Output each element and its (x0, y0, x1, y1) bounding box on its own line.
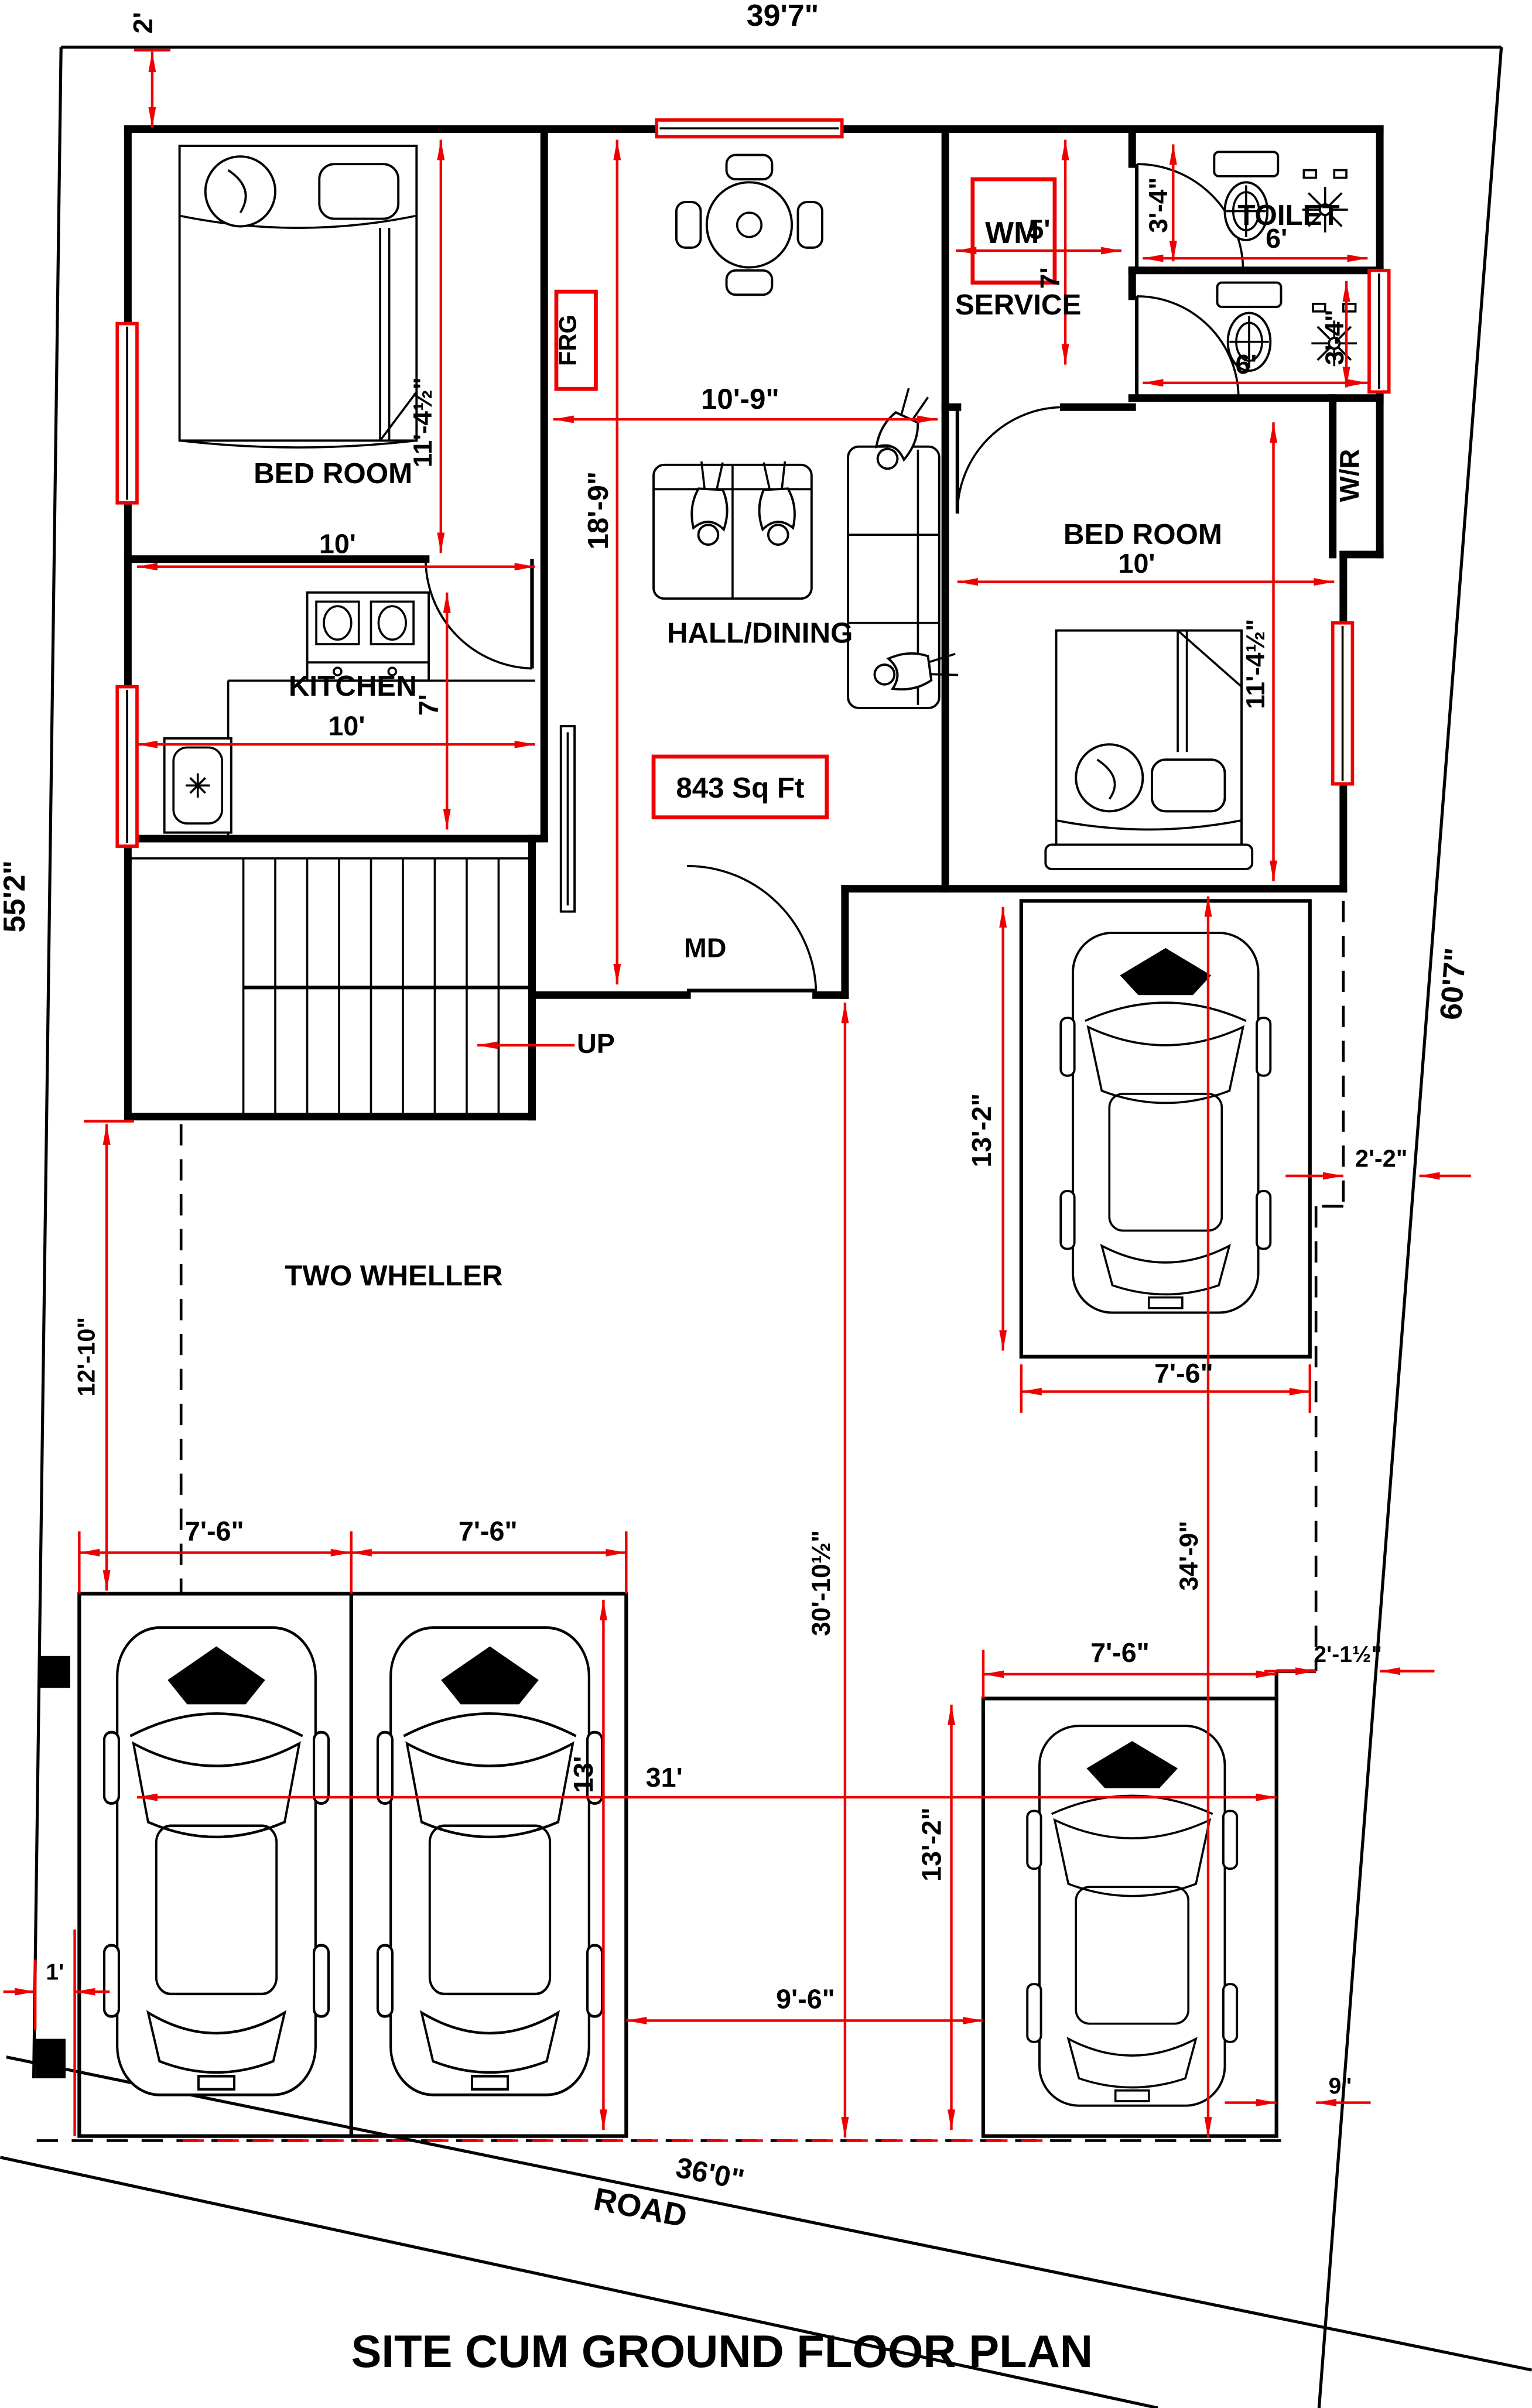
red-label-boxes (554, 177, 1057, 820)
dim-9in: 9" (1329, 2074, 1352, 2099)
dim-12-10: 12'-10" (72, 1317, 100, 1397)
dim-10-kitchen: 10' (328, 711, 365, 741)
dim-60-7: 60'7" (1434, 946, 1472, 1021)
dim-10-bedroom1: 10' (319, 528, 356, 559)
dim-55-2: 55'2" (0, 860, 31, 932)
title: SITE CUM GROUND FLOOR PLAN (351, 2327, 1093, 2377)
dim-13-2-stall2: 13'-2" (916, 1807, 946, 1882)
car-stall-2 (981, 1696, 1278, 2138)
furniture (126, 145, 1359, 1118)
doors (425, 163, 1244, 996)
frg-box (554, 289, 598, 391)
bed2-icon (1044, 629, 1254, 870)
label-road: ROAD (591, 2181, 690, 2233)
label-wm: WM (985, 216, 1039, 249)
dimension-lines (3, 49, 1471, 2138)
dining-table-icon (675, 153, 823, 296)
dim-6-toilet2: 6' (1235, 349, 1257, 379)
dim-7-kitchen: 7' (413, 694, 444, 716)
dim-2-1-half: 2'-1½" (1314, 1642, 1381, 1667)
wm-box (970, 177, 1057, 285)
gate-pillar-1 (39, 1656, 70, 1688)
gate-pillar-2 (35, 2038, 66, 2079)
dim-34-9: 34'-9" (1175, 1521, 1203, 1591)
dim-11-4-bedroom1: 11'-4½" (409, 377, 437, 467)
dim-7-6-left1: 7'-6" (185, 1516, 244, 1547)
sink-icon (163, 737, 232, 834)
label-two-wheller: TWO WHELLER (285, 1260, 502, 1292)
dim-7-6-stall2: 7'-6" (1090, 1637, 1150, 1668)
label-bedroom2: BED ROOM (1063, 518, 1222, 550)
dim-11-4-bedroom2: 11'-4½" (1242, 619, 1270, 709)
road-edges (0, 2055, 1532, 2408)
dim-5: 5' (1028, 214, 1050, 244)
parking (35, 899, 1345, 2138)
dim-13-left: 13' (568, 1756, 599, 1793)
dim-6-toilet1: 6' (1266, 223, 1287, 254)
dim-18-9: 18'-9" (582, 471, 614, 550)
labels-layer: 39'7"2'WM5'SERVICE7'3'-4"TOILET6'6'3'-4"… (0, 0, 1472, 2377)
car-stall-1 (1019, 899, 1312, 1359)
dim-2: 2' (128, 12, 158, 33)
stairs-icon (126, 857, 534, 1118)
label-wr: W/R (1334, 449, 1365, 502)
dim-7-6-left2: 7'-6" (459, 1516, 518, 1547)
label-toilet: TOILET (1237, 199, 1339, 231)
label-up: UP (577, 1028, 615, 1059)
dim-7-6-stall1: 7'-6" (1154, 1358, 1213, 1388)
windows (115, 118, 1391, 848)
stove-icon (306, 591, 430, 682)
label-843: 843 Sq Ft (676, 772, 804, 804)
dim-10-9: 10'-9" (701, 383, 779, 415)
label-hall: HALL/DINING (667, 617, 853, 649)
dim-13-2-stall1: 13'-2" (966, 1093, 997, 1168)
area-box (651, 754, 829, 820)
dim-7-service: 7' (1035, 267, 1065, 289)
label-service: SERVICE (955, 289, 1081, 321)
label-frg: FRG (554, 314, 582, 366)
dim-36-0: 36'0" (673, 2152, 747, 2196)
dim-9-6: 9'-6" (776, 1984, 835, 2014)
bed-icon (178, 145, 418, 449)
dim-2-2: 2'-2" (1355, 1144, 1408, 1172)
dim-1: 1' (46, 1959, 64, 1985)
dim-39-7: 39'7" (747, 0, 819, 32)
label-kitchen: KITCHEN (289, 670, 417, 702)
dim-3-4-toilet1: 3'-4" (1144, 177, 1173, 233)
label-md: MD (684, 932, 727, 963)
dim-3-4-toilet2: 3'-4" (1321, 309, 1349, 365)
label-bedroom1: BED ROOM (254, 457, 412, 490)
dim-31: 31' (646, 1762, 683, 1793)
dim-10-bedroom2: 10' (1118, 548, 1155, 579)
site-boundary (32, 45, 1503, 2408)
dim-30-10: 30'-10½" (807, 1530, 836, 1636)
